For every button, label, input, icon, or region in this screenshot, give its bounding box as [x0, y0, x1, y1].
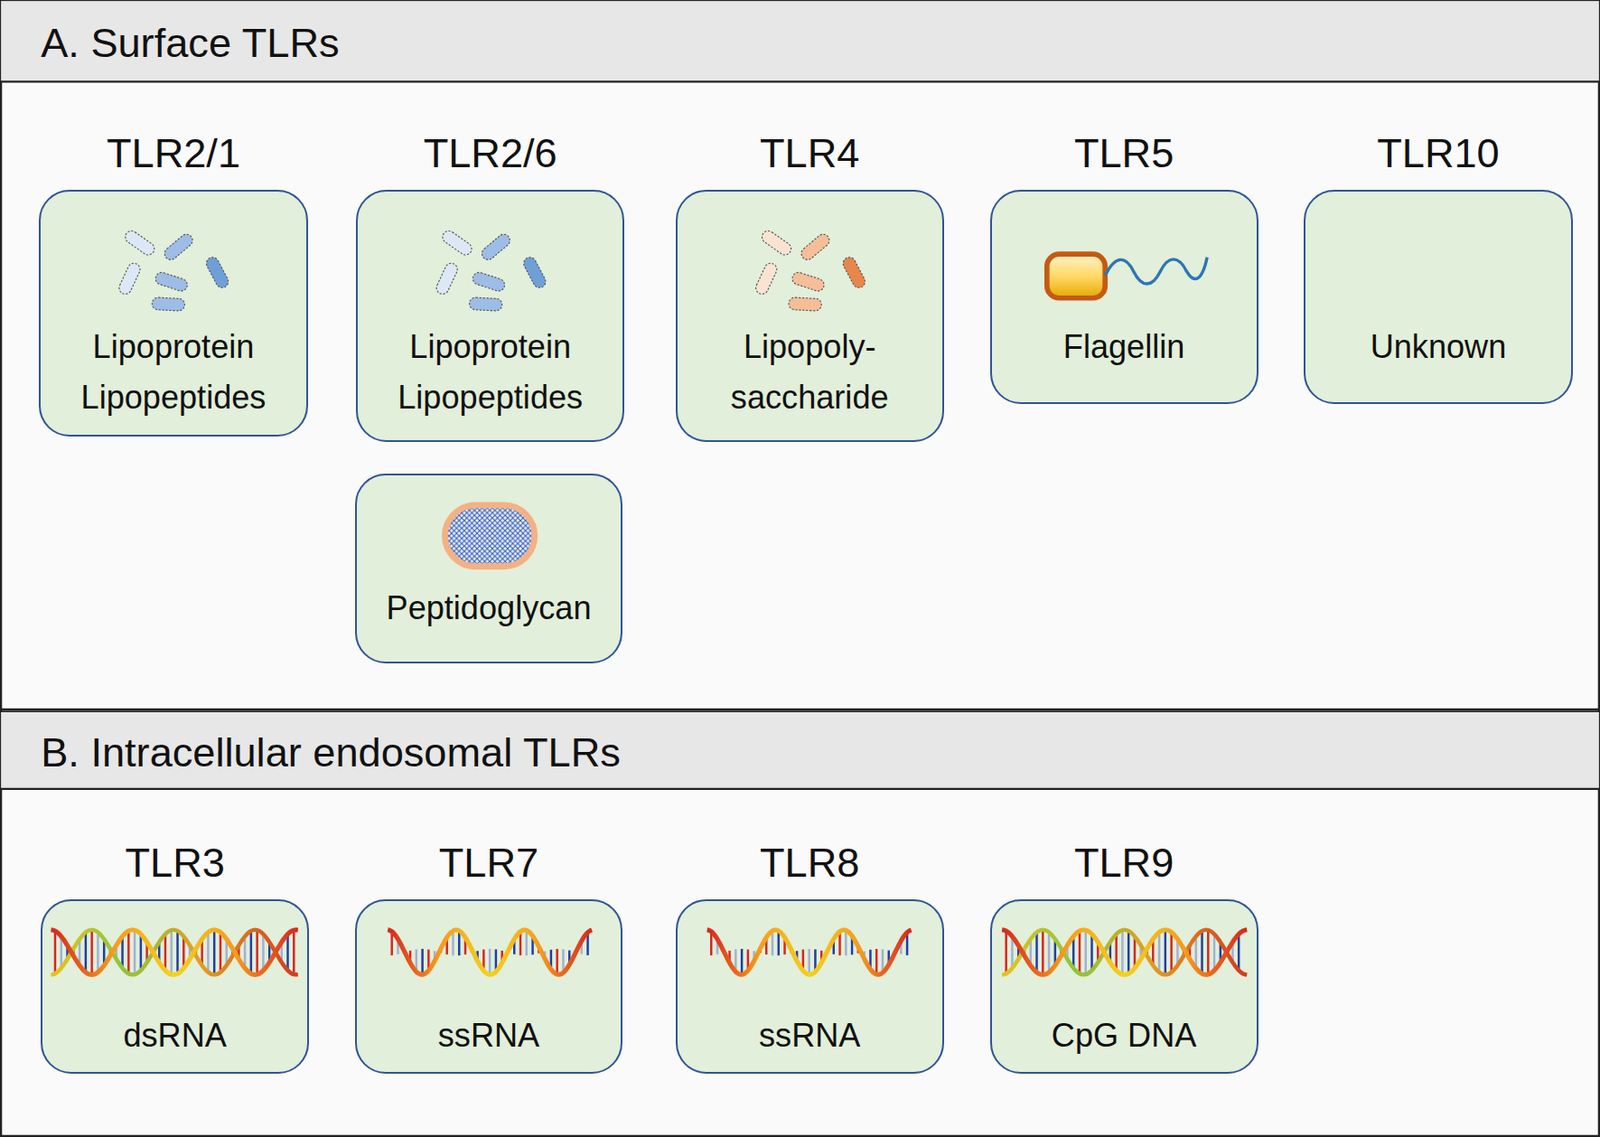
text-holder: TLR4: [636, 124, 983, 182]
receptor-box: TLR3dsRNA: [40, 898, 309, 1074]
bacterium-rod: [117, 261, 143, 296]
ligand-label: Unknown: [1310, 321, 1566, 373]
receptor-box: TLR8ssRNA: [675, 898, 945, 1074]
text-holder: TLR2/6: [317, 124, 664, 182]
bacterium-rod: [521, 254, 548, 290]
nucleic-acid-icons: [50, 929, 1247, 975]
bacterium-rod: [798, 231, 832, 262]
receptor-box: Peptidoglycan: [355, 473, 623, 664]
bacterium-rod: [161, 231, 195, 262]
section-title: A. Surface TLRs: [40, 14, 339, 72]
bacterium-rod: [439, 228, 474, 258]
receptor-box: TLR4Lipopoly- saccharide: [675, 189, 945, 442]
divider-line: [0, 80, 1600, 83]
ligand-label: CpG DNA: [996, 1010, 1252, 1061]
bacterium-rod: [471, 271, 507, 293]
bacterium-rod: [151, 297, 186, 311]
text-holder: dsRNA: [47, 1010, 303, 1061]
section-band: [0, 0, 1600, 82]
text-holder: Lipopoly- saccharide: [704, 321, 915, 424]
divider-line: [0, 787, 1600, 790]
ligand-label: Lipopoly- saccharide: [704, 321, 915, 424]
peptidoglycan-icon: [444, 505, 534, 567]
text-holder: ssRNA: [682, 1010, 937, 1061]
text-holder: TLR8: [636, 833, 983, 891]
receptor-name: TLR5: [950, 124, 1297, 182]
bacterium-rod: [204, 254, 231, 290]
receptor-box: TLR5Flagellin: [990, 189, 1259, 404]
receptor-name: TLR2/6: [317, 124, 664, 182]
text-holder: ssRNA: [361, 1010, 617, 1061]
receptor-box: TLR2/1Lipoprotein Lipopeptides: [38, 189, 309, 437]
text-holder: TLR2/1: [0, 124, 347, 182]
ligand-label: dsRNA: [47, 1010, 303, 1061]
bacterium-rod: [479, 231, 513, 262]
receptor-box: TLR2/6Lipoprotein Lipopeptides: [355, 189, 625, 442]
bacterium-rod: [122, 228, 157, 258]
text-holder: Unknown: [1310, 321, 1566, 373]
receptor-name: TLR2/1: [0, 124, 347, 182]
double-strand-helix: [1001, 929, 1247, 975]
ligand-label: ssRNA: [361, 1010, 617, 1061]
bacteria-icons: [117, 228, 868, 311]
ligand-label: Flagellin: [996, 321, 1252, 373]
single-strand-helix: [387, 929, 592, 975]
bacterium-rod: [759, 228, 794, 258]
text-holder: TLR7: [316, 833, 662, 891]
text-holder: TLR10: [1264, 124, 1600, 182]
receptor-name: TLR3: [1, 833, 348, 891]
divider-line: [0, 710, 1600, 712]
section-panel: B. Intracellular endosomal TLRsTLR3dsRNA…: [0, 709, 1600, 1137]
double-strand-helix: [50, 929, 298, 975]
receptor-name: TLR9: [950, 833, 1297, 891]
bacterium-rod: [790, 271, 826, 293]
receptor-name: TLR10: [1264, 124, 1600, 182]
ligand-label: Lipoprotein Lipopeptides: [46, 321, 301, 424]
section-band: [0, 711, 1600, 789]
text-holder: Lipoprotein Lipopeptides: [46, 321, 301, 424]
receptor-box: TLR10Unknown: [1303, 189, 1572, 404]
bacterium-rod: [468, 297, 503, 311]
flagellin-icon: [1047, 253, 1208, 299]
ligand-label: Lipoprotein Lipopeptides: [363, 321, 618, 424]
ligand-label: ssRNA: [682, 1010, 937, 1061]
text-holder: Lipoprotein Lipopeptides: [363, 321, 618, 424]
receptor-box: TLR9CpG DNA: [990, 898, 1259, 1074]
bacterium-rod: [841, 254, 868, 290]
text-holder: TLR9: [950, 833, 1297, 891]
section-panel: A. Surface TLRsTLR2/1Lipoprotein Lipopep…: [0, 0, 1600, 710]
text-holder: A. Surface TLRs: [40, 14, 339, 72]
bacterium-rod: [753, 261, 779, 296]
text-holder: TLR3: [1, 833, 348, 891]
bacterium-rod: [434, 261, 460, 296]
divider-line: [0, 708, 1600, 711]
receptor-name: TLR4: [636, 124, 983, 182]
text-holder: CpG DNA: [996, 1010, 1252, 1061]
section-title: B. Intracellular endosomal TLRs: [40, 723, 621, 781]
text-holder: Flagellin: [996, 321, 1252, 373]
receptor-name: TLR7: [316, 833, 662, 891]
receptor-name: TLR8: [636, 833, 983, 891]
bacterium-rod: [153, 271, 189, 293]
ligand-label: Peptidoglycan: [361, 582, 617, 634]
text-holder: Peptidoglycan: [361, 582, 617, 634]
single-strand-helix: [707, 929, 912, 975]
text-holder: TLR5: [950, 124, 1297, 182]
bacterium-rod: [788, 297, 823, 311]
receptor-box: TLR7ssRNA: [355, 898, 623, 1074]
text-holder: B. Intracellular endosomal TLRs: [40, 723, 621, 781]
